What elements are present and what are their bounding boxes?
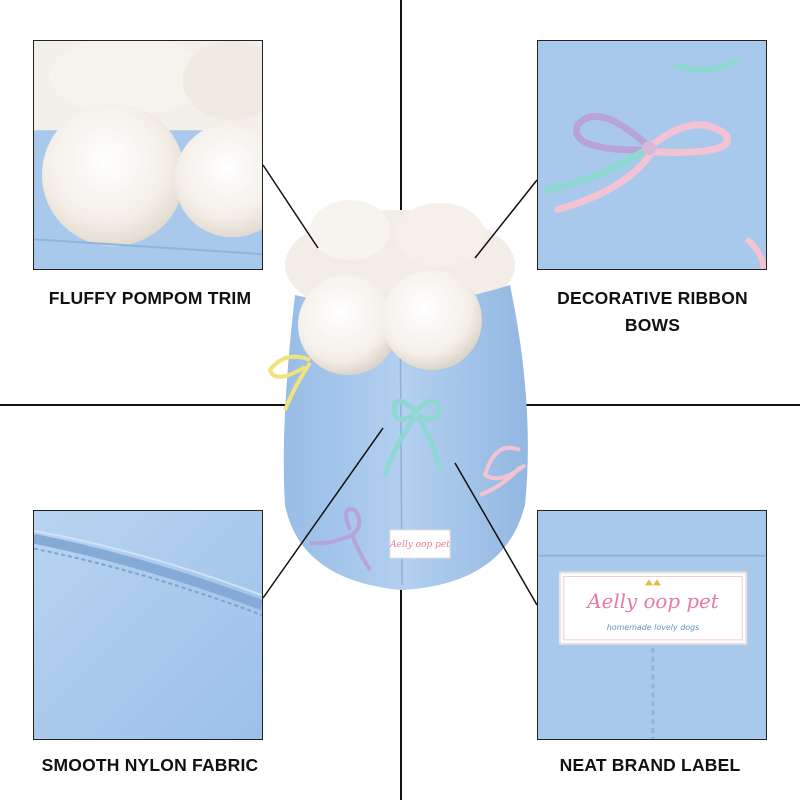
nylon-fabric-closeup xyxy=(33,510,263,740)
brand-label-closeup: Aelly oop pet homemade lovely dogs xyxy=(537,510,767,740)
product-illustration: Aelly oop pet xyxy=(267,200,528,590)
pompom-trim-closeup xyxy=(33,40,263,270)
pompom-trim-caption: FLUFFY POMPOM TRIM xyxy=(48,288,252,308)
brand-label-caption: NEAT BRAND LABEL xyxy=(559,755,741,775)
nylon-fabric-caption: SMOOTH NYLON FABRIC xyxy=(41,755,259,775)
label-closeup-icon: Aelly oop pet homemade lovely dogs xyxy=(538,511,766,739)
fabric-closeup-icon xyxy=(34,511,262,739)
ribbon-bow-closeup-icon xyxy=(538,41,766,269)
yellow-bow xyxy=(267,354,312,411)
ribbon-bows-closeup xyxy=(537,40,767,270)
ribbon-bows-caption: DECORATIVE RIBBON BOWS xyxy=(557,288,748,335)
teal-bow xyxy=(382,398,443,476)
label-tagline: homemade lovely dogs xyxy=(607,623,700,632)
label-brand-name: Aelly oop pet xyxy=(585,590,718,613)
pet-sweater-product: Aelly oop pet xyxy=(240,185,570,615)
pompom-closeup-icon xyxy=(34,41,262,269)
product-label-text: Aelly oop pet xyxy=(389,540,450,550)
